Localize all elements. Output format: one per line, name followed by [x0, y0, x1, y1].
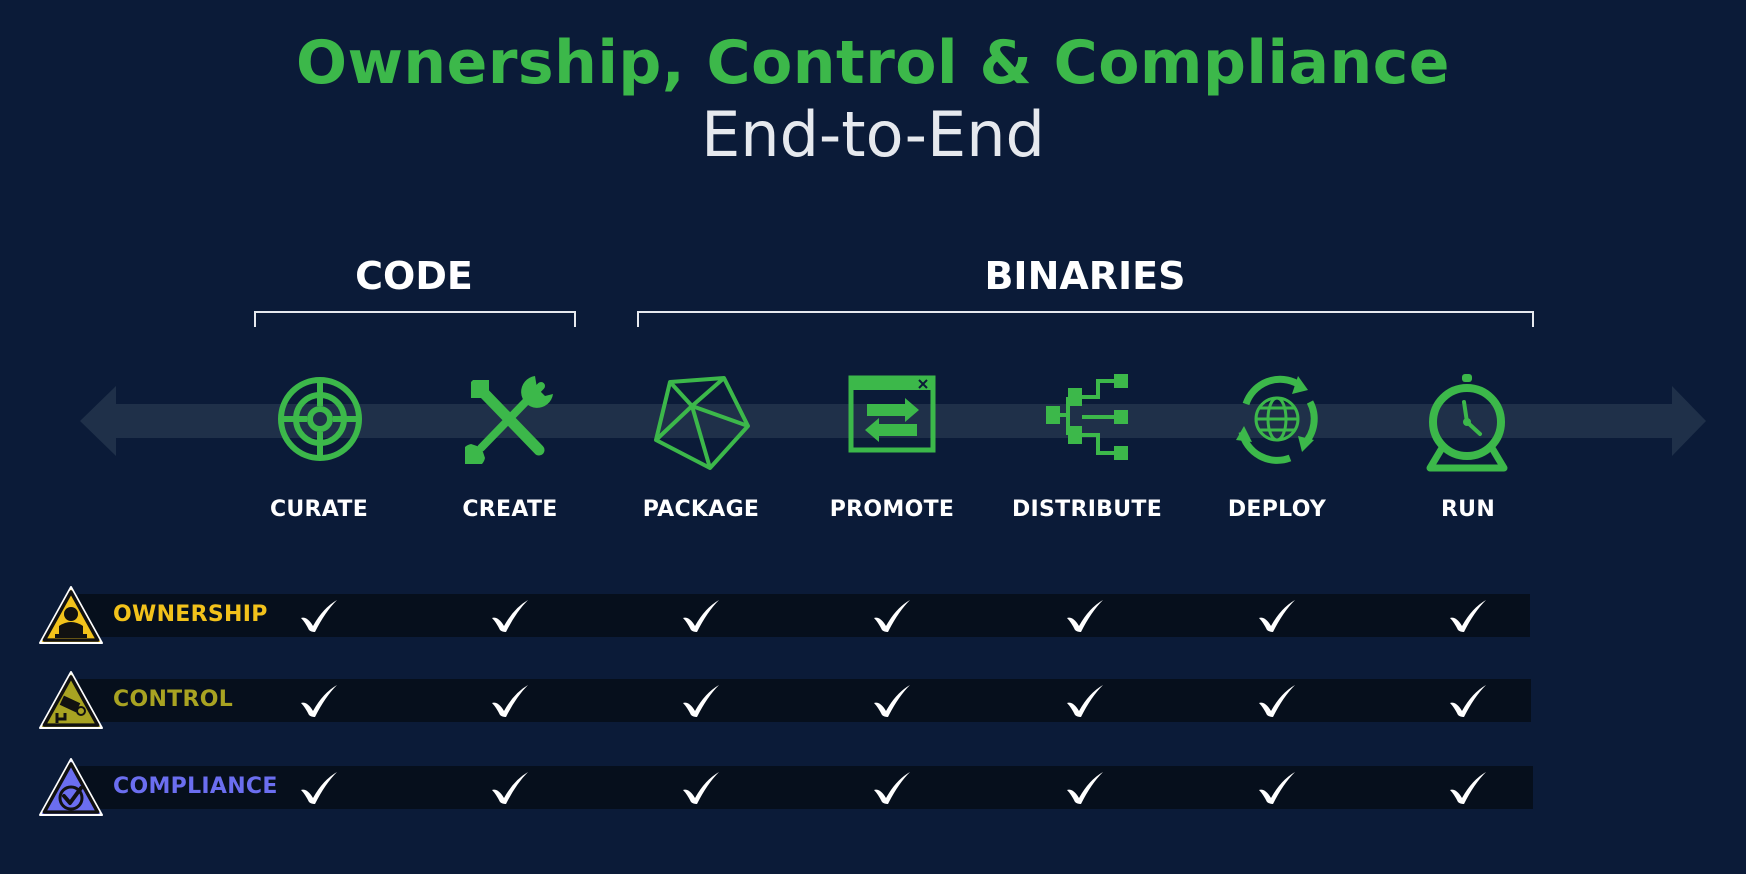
group-label-binaries: BINARIES [984, 254, 1186, 298]
stage-label-package: PACKAGE [642, 497, 760, 522]
checkmark-icon [1450, 772, 1486, 804]
page-title: Ownership, Control & Compliance [295, 28, 1450, 98]
checkmark-icon [1259, 685, 1295, 717]
row-label-ownership: OWNERSHIP [113, 602, 268, 627]
checkmark-icon [301, 600, 337, 632]
stage-label-create: CREATE [462, 497, 558, 522]
checkmark-icon [1067, 685, 1103, 717]
row-compliance: COMPLIANCE [0, 758, 1746, 816]
checkmark-icon [492, 772, 528, 804]
ownership-warning-icon [39, 586, 103, 644]
checkmark-icon [301, 772, 337, 804]
code-bracket [254, 311, 576, 327]
row-ownership: OWNERSHIP [0, 586, 1746, 644]
stage-label-distribute: DISTRIBUTE [1011, 497, 1163, 522]
checkmark-icon [874, 685, 910, 717]
checkmark-icon [874, 600, 910, 632]
control-camera-warning-icon [39, 671, 103, 729]
stage-create [420, 374, 600, 464]
checkmark-icon [1259, 600, 1295, 632]
stopwatch-icon [1426, 374, 1508, 472]
row-band [78, 679, 1531, 722]
stage-run [1377, 374, 1557, 474]
row-control: CONTROL [0, 671, 1746, 729]
compliance-check-warning-icon [39, 758, 103, 816]
group-label-code: CODE [355, 254, 473, 298]
stage-promote [802, 374, 982, 454]
stage-label-promote: PROMOTE [829, 497, 955, 522]
page-subtitle: End-to-End [701, 98, 1045, 171]
tools-icon [465, 376, 553, 464]
checkmark-icon [492, 685, 528, 717]
stage-label-deploy: DEPLOY [1227, 497, 1327, 522]
transfer-window-icon [848, 375, 936, 453]
timeline-double-arrow [80, 386, 1706, 456]
checkmark-icon [301, 685, 337, 717]
polyhedron-icon [654, 376, 750, 470]
stage-label-run: RUN [1440, 497, 1496, 522]
checkmark-icon [683, 685, 719, 717]
checkmark-icon [1450, 685, 1486, 717]
stage-deploy [1187, 374, 1367, 464]
stage-label-curate: CURATE [269, 497, 369, 522]
target-icon [278, 377, 362, 461]
checkmark-icon [874, 772, 910, 804]
row-label-compliance: COMPLIANCE [113, 774, 278, 799]
checkmark-icon [492, 600, 528, 632]
globe-cycle-icon [1236, 375, 1318, 464]
checkmark-icon [1067, 600, 1103, 632]
binaries-bracket [637, 311, 1534, 327]
checkmark-icon [683, 600, 719, 632]
row-label-control: CONTROL [113, 687, 234, 712]
stage-distribute [997, 374, 1177, 460]
checkmark-icon [1259, 772, 1295, 804]
hierarchy-icon [1046, 374, 1128, 460]
stage-package [612, 374, 792, 470]
checkmark-icon [1450, 600, 1486, 632]
row-band [78, 594, 1530, 637]
checkmark-icon [1067, 772, 1103, 804]
stage-curate [230, 374, 410, 464]
checkmark-icon [683, 772, 719, 804]
